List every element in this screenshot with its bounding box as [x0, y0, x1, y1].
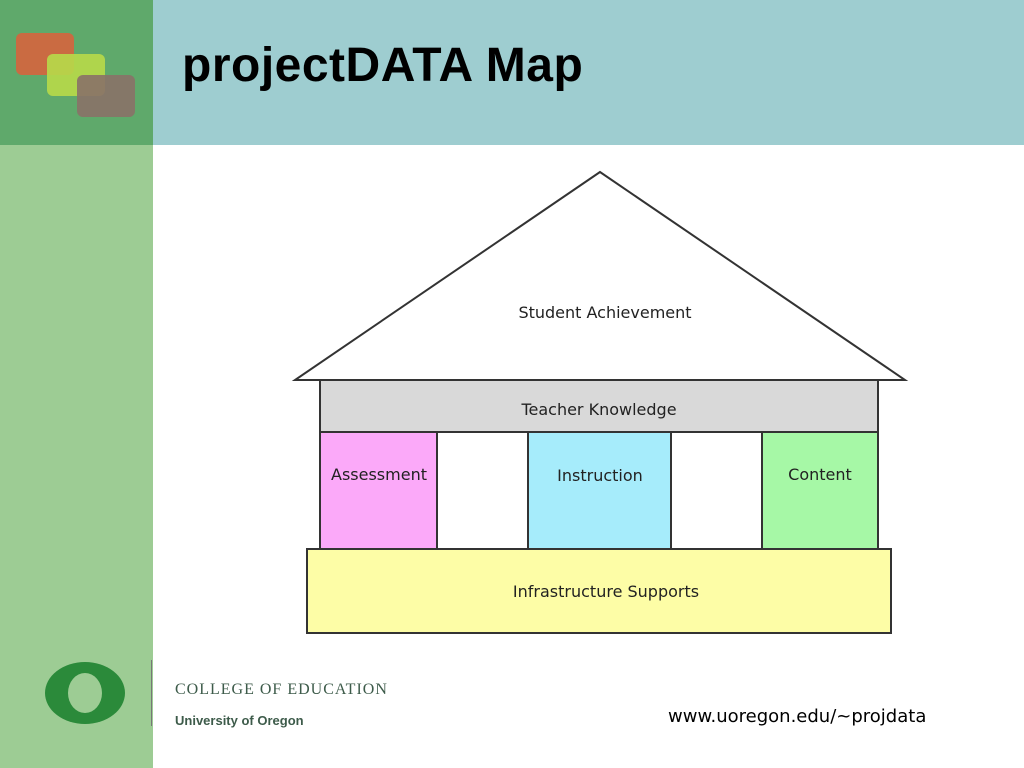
pillar-content-label: Content	[788, 465, 852, 484]
slide-title: projectDATA Map	[182, 39, 584, 92]
roof	[291, 170, 909, 381]
footer-url[interactable]: www.uoregon.edu/~projdata	[668, 706, 927, 727]
pillar-instruction-label: Instruction	[557, 466, 643, 485]
college-name: COLLEGE OF EDUCATION	[175, 681, 388, 698]
logo-square-brown	[77, 75, 135, 117]
logo-divider	[151, 660, 152, 726]
pillar-assessment	[319, 431, 438, 550]
uo-o-logo-icon	[45, 662, 125, 724]
pillar-assessment-label: Assessment	[331, 465, 427, 484]
header-bar	[153, 0, 1024, 145]
roof-label: Student Achievement	[518, 303, 691, 322]
university-name: University of Oregon	[175, 713, 304, 728]
pillar-instruction	[527, 431, 672, 550]
beam-label: Teacher Knowledge	[520, 400, 676, 419]
beam	[319, 379, 879, 433]
foundation-label: Infrastructure Supports	[513, 582, 699, 601]
foundation	[306, 548, 892, 634]
pillar-content	[761, 431, 879, 550]
